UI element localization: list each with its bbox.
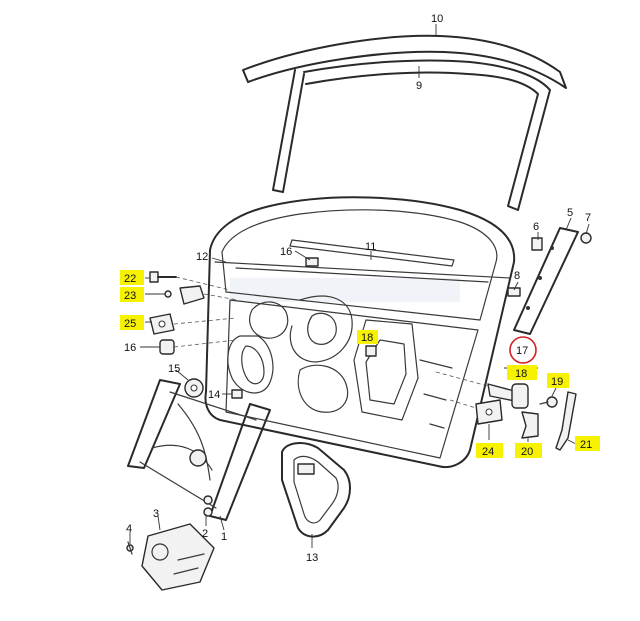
label-part-1: 1: [221, 531, 227, 543]
label-part-18-inner: 18: [361, 332, 373, 344]
part-9-window-channel: [272, 59, 551, 211]
part-13-trim-bezel: [281, 442, 351, 538]
label-part-9: 9: [416, 80, 422, 92]
label-part-15: 15: [168, 363, 180, 375]
part-11-seal-strip: [289, 239, 455, 267]
label-part-20: 20: [521, 446, 533, 458]
label-part-22: 22: [124, 273, 136, 285]
part-22-bolt: [149, 271, 177, 283]
label-part-17: 17: [516, 345, 528, 357]
label-part-16-lower: 16: [124, 342, 136, 354]
highlight-boxes: [120, 270, 600, 458]
part-19-screw: [539, 396, 558, 408]
label-part-24: 24: [482, 446, 494, 458]
part-14-clip: [231, 389, 243, 399]
label-part-18-rod: 18: [515, 368, 527, 380]
part-6-clip: [531, 237, 543, 251]
part-number-labels: 10 9 11 16 12 6 5 7 8 22 23 25 16 18 17 …: [124, 13, 592, 564]
label-part-10: 10: [431, 13, 443, 25]
part-15-washer: [184, 378, 204, 398]
part-10-roof-seal: [242, 24, 567, 89]
part-5-rear-guide-rail: [513, 227, 579, 335]
part-3-motor: [141, 523, 215, 591]
part-16-clip-upper: [305, 257, 319, 267]
part-2-nut: [203, 495, 213, 517]
part-24-gasket: [475, 399, 503, 425]
label-part-2: 2: [202, 528, 208, 540]
part-8-clip: [507, 287, 521, 297]
part-18-rod: [487, 383, 529, 409]
label-part-11: 11: [365, 241, 376, 253]
label-part-25: 25: [124, 318, 136, 330]
part-25-gasket: [149, 313, 175, 335]
label-part-19: 19: [551, 376, 563, 388]
part-4-screw: [126, 541, 134, 555]
label-part-8: 8: [514, 270, 520, 282]
label-part-21: 21: [580, 439, 592, 451]
label-part-5: 5: [567, 207, 573, 219]
part-23-clip: [164, 285, 205, 305]
label-part-12: 12: [196, 251, 208, 263]
label-part-3: 3: [153, 508, 159, 520]
part-21-cover-strip: [555, 391, 577, 451]
label-part-14: 14: [208, 389, 220, 401]
label-part-4: 4: [126, 523, 132, 535]
part-16-grommet: [159, 339, 175, 355]
door-shell: [204, 196, 516, 468]
label-part-7: 7: [585, 212, 591, 224]
label-part-6: 6: [533, 221, 539, 233]
part-7-screw: [580, 232, 592, 244]
label-part-23: 23: [124, 290, 136, 302]
label-part-16-upper: 16: [280, 246, 292, 258]
part-1-window-regulator: [127, 379, 271, 521]
part-18-clip-inner: [365, 345, 377, 357]
part-20-bracket: [521, 411, 539, 439]
part-17-highlight-circle: [509, 336, 537, 364]
label-part-13: 13: [306, 552, 318, 564]
watermark: [230, 278, 460, 302]
